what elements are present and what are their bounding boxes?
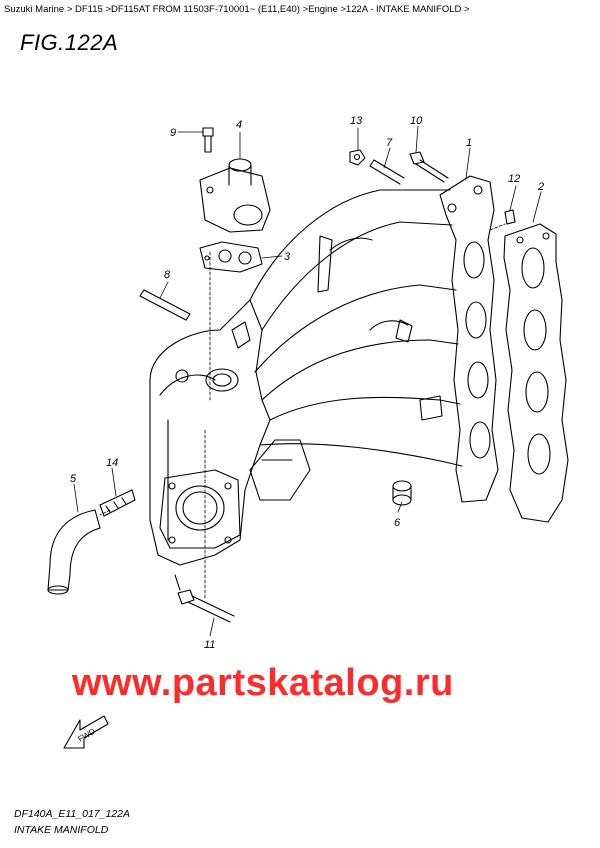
iac-gasket — [199, 241, 263, 273]
clamp-14 — [99, 489, 136, 517]
figure-title: FIG.122A — [20, 30, 119, 55]
callout-12: 12 — [508, 173, 520, 185]
collar-6 — [392, 480, 412, 506]
callout-13: 13 — [350, 115, 363, 127]
hose-5 — [47, 509, 101, 595]
callout-11: 11 — [204, 639, 215, 651]
callout-10: 10 — [410, 115, 423, 127]
nut-13 — [349, 149, 366, 166]
stud-8 — [139, 289, 191, 321]
callout-1: 1 — [466, 137, 472, 149]
manifold-gasket — [503, 223, 569, 523]
intake-runners — [249, 189, 463, 467]
stud-7 — [369, 159, 405, 185]
mounting-bracket — [249, 395, 443, 501]
throttle-flange — [159, 469, 241, 549]
callout-leaders — [73, 125, 542, 637]
callout-4: 4 — [236, 119, 242, 131]
iac-valve — [199, 158, 271, 233]
watermark: www.partskatalog.ru — [72, 662, 454, 704]
callout-7: 7 — [386, 137, 393, 149]
figure-name: INTAKE MANIFOLD — [14, 824, 109, 836]
leader-lines — [99, 223, 506, 601]
callout-labels: 9 4 3 13 7 10 1 12 2 8 14 5 6 11 FWD — [70, 115, 544, 744]
figure-code: DF140A_E11_017_122A — [14, 808, 130, 820]
breadcrumb[interactable]: Suzuki Marine > DF115 >DF115AT FROM 1150… — [4, 4, 470, 15]
plenum-body — [149, 299, 271, 591]
bolt-10 — [409, 151, 449, 183]
callout-6: 6 — [394, 517, 401, 529]
bolt-11 — [177, 589, 235, 623]
pin-12 — [504, 209, 516, 225]
callout-9: 9 — [170, 127, 176, 139]
callout-8: 8 — [164, 269, 171, 281]
screw-9 — [202, 127, 214, 153]
callout-2: 2 — [537, 181, 544, 193]
callout-3: 3 — [284, 251, 291, 263]
callout-14: 14 — [106, 457, 118, 469]
callout-5: 5 — [70, 473, 77, 485]
fwd-arrow-icon — [63, 715, 109, 749]
manifold-flange — [439, 175, 499, 503]
